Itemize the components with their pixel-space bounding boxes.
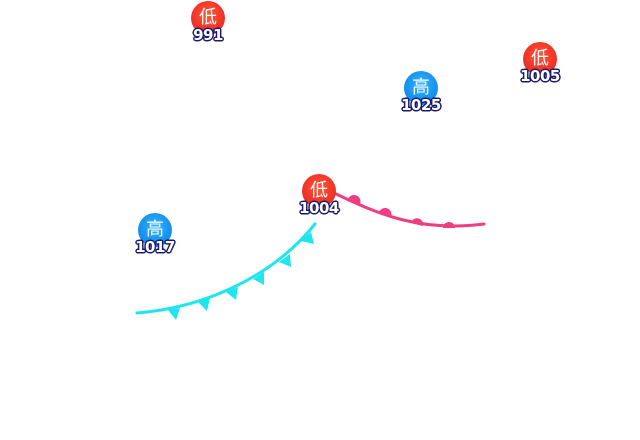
cold-front-line bbox=[135, 222, 317, 315]
pressure-center-high-1025[interactable]: 高 1025 bbox=[396, 71, 446, 121]
warm-front bbox=[332, 191, 486, 228]
warm-front-semicircle-icon bbox=[348, 195, 361, 204]
pressure-value: 1025 bbox=[401, 96, 441, 114]
pressure-value: 1017 bbox=[135, 238, 175, 256]
warm-front-semicircle-icon bbox=[379, 208, 392, 217]
high-pressure-icon: 高 bbox=[138, 213, 172, 247]
cold-front-triangle-icon bbox=[168, 308, 180, 320]
cold-front-triangles bbox=[168, 232, 314, 320]
cold-front-triangle-icon bbox=[279, 254, 291, 267]
low-pressure-icon: 低 bbox=[523, 42, 557, 76]
pressure-value: 991 bbox=[193, 26, 223, 44]
pressure-center-low-1004[interactable]: 低 1004 bbox=[294, 174, 344, 224]
warm-front-semicircle-icon bbox=[411, 218, 424, 226]
pressure-value: 1004 bbox=[299, 199, 339, 217]
warm-front-line bbox=[332, 191, 486, 228]
pressure-center-low-991[interactable]: 低 991 bbox=[183, 1, 233, 51]
cold-front bbox=[135, 222, 317, 320]
pressure-value: 1005 bbox=[520, 67, 560, 85]
low-pressure-icon: 低 bbox=[191, 1, 225, 35]
cold-front-triangle-icon bbox=[253, 272, 264, 285]
pressure-center-low-1005[interactable]: 低 1005 bbox=[515, 42, 565, 92]
warm-front-semicircles bbox=[348, 195, 455, 228]
high-pressure-icon: 高 bbox=[404, 71, 438, 105]
cold-front-triangle-icon bbox=[198, 298, 210, 311]
cold-front-triangle-icon bbox=[301, 232, 314, 244]
pressure-center-high-1017[interactable]: 高 1017 bbox=[130, 213, 180, 263]
low-pressure-icon: 低 bbox=[302, 174, 336, 208]
cold-front-triangle-icon bbox=[226, 287, 238, 300]
warm-front-semicircle-icon bbox=[443, 222, 455, 228]
